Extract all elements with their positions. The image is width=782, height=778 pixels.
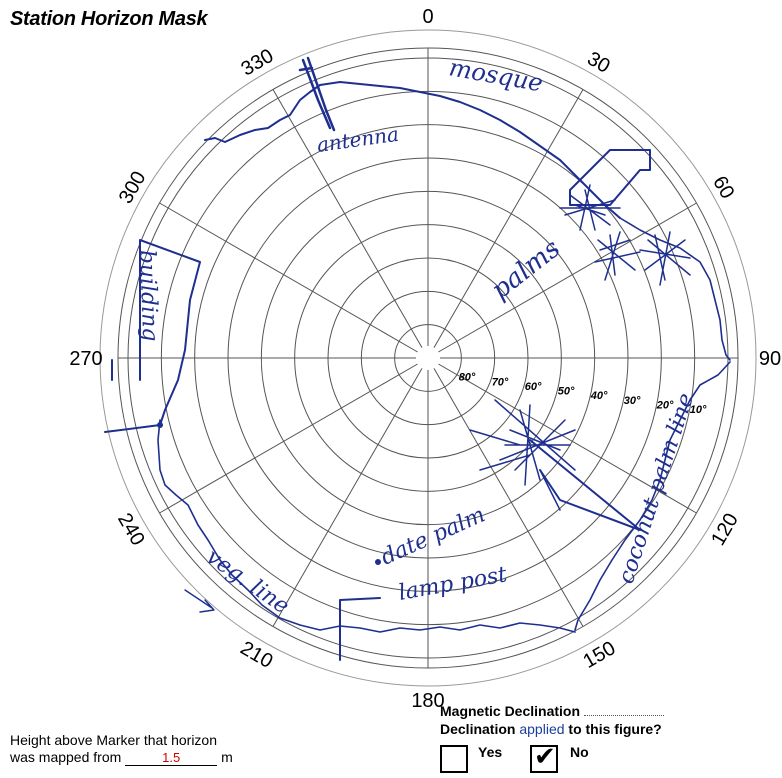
antenna-sketch — [298, 56, 336, 132]
elevation-label: 40° — [590, 390, 608, 402]
building-arrow — [184, 589, 215, 613]
azimuth-label: 180 — [411, 690, 444, 712]
horizon-line-southeast — [574, 361, 731, 631]
annotation-antenna: antenna — [315, 122, 400, 157]
elevation-label: 50° — [558, 386, 575, 398]
height-unit: m — [221, 749, 233, 765]
azimuth-label: 150 — [580, 637, 620, 673]
azimuth-spoke — [438, 363, 697, 514]
horizon-line-east — [619, 217, 731, 361]
declination-question-prefix: Declination — [440, 721, 516, 737]
height-field: Height above Marker that horizon was map… — [10, 732, 233, 766]
azimuth-spoke — [433, 89, 584, 348]
azimuth-spoke — [159, 202, 418, 353]
azimuth-spoke — [272, 89, 423, 348]
elevation-label: 80° — [459, 372, 476, 384]
height-label-prefix: was mapped from — [10, 749, 122, 765]
declination-value-field[interactable] — [583, 715, 664, 716]
azimuth-label: 210 — [237, 637, 277, 673]
azimuth-label: 240 — [113, 510, 149, 550]
checkmark-icon: ✔ — [534, 741, 556, 771]
annotation-building: building — [134, 249, 162, 342]
elevation-label: 10° — [690, 404, 707, 416]
declination-question: Declination applied to this figure? — [440, 720, 664, 738]
declination-question-suffix: to this figure? — [568, 721, 662, 737]
declination-question-applied: applied — [519, 721, 565, 737]
elevation-label: 20° — [656, 399, 674, 411]
date-palm-dot — [375, 559, 381, 565]
polar-grid — [99, 29, 757, 687]
no-checkbox[interactable]: ✔ — [530, 741, 558, 773]
horizon-line-southwest — [157, 419, 341, 631]
obstruction-box-northeast — [569, 149, 651, 206]
annotation-mosque: mosque — [447, 53, 545, 97]
building-dot — [157, 422, 163, 428]
azimuth-spoke — [272, 368, 423, 627]
azimuth-spoke — [433, 368, 584, 627]
azimuth-label: 90 — [759, 348, 781, 370]
lamp-post-sketch — [339, 597, 381, 661]
outer-ring — [99, 29, 757, 687]
azimuth-spoke — [438, 202, 697, 353]
height-label-line2: was mapped from 1.5 m — [10, 749, 233, 766]
azimuth-spoke — [159, 363, 418, 514]
palm-trees-sketch — [559, 184, 691, 286]
form-title: Station Horizon Mask — [10, 8, 208, 30]
annotation-date-palm: date palm — [377, 502, 489, 570]
azimuth-label: 330 — [238, 45, 278, 81]
elevation-label: 60° — [525, 381, 542, 393]
horizon-sketch — [104, 56, 731, 661]
height-label-line1: Height above Marker that horizon — [10, 732, 217, 748]
declination-label-row: Magnetic Declination — [440, 702, 664, 720]
horizon-line-south — [339, 622, 576, 633]
azimuth-label: 270 — [69, 348, 102, 370]
horizon-line-north — [204, 81, 621, 219]
date-palm-sketch — [469, 399, 576, 511]
height-value-input[interactable]: 1.5 — [125, 751, 218, 766]
polar-labels: 0 30 60 90 120 150 180 210 240 270 300 330 80° 70° 60°… — [69, 6, 781, 712]
no-label: No — [570, 744, 589, 760]
elevation-label: 30° — [624, 395, 641, 407]
declination-section: Magnetic Declination Declination applied… — [440, 702, 664, 738]
declination-label: Magnetic Declination — [440, 703, 581, 719]
azimuth-label: 120 — [707, 510, 743, 550]
azimuth-label: 300 — [115, 168, 151, 208]
annotation-lamp-post: lamp post — [397, 562, 509, 606]
elevation-label: 70° — [492, 376, 509, 388]
yes-label: Yes — [478, 744, 503, 760]
yes-checkbox[interactable] — [440, 745, 468, 773]
azimuth-label: 30 — [583, 48, 613, 78]
date-palm-line — [529, 439, 641, 531]
azimuth-label: 60 — [708, 172, 738, 202]
annotation-coconut-palm-line: coconut palm line — [614, 390, 699, 587]
azimuth-label: 0 — [422, 6, 433, 28]
